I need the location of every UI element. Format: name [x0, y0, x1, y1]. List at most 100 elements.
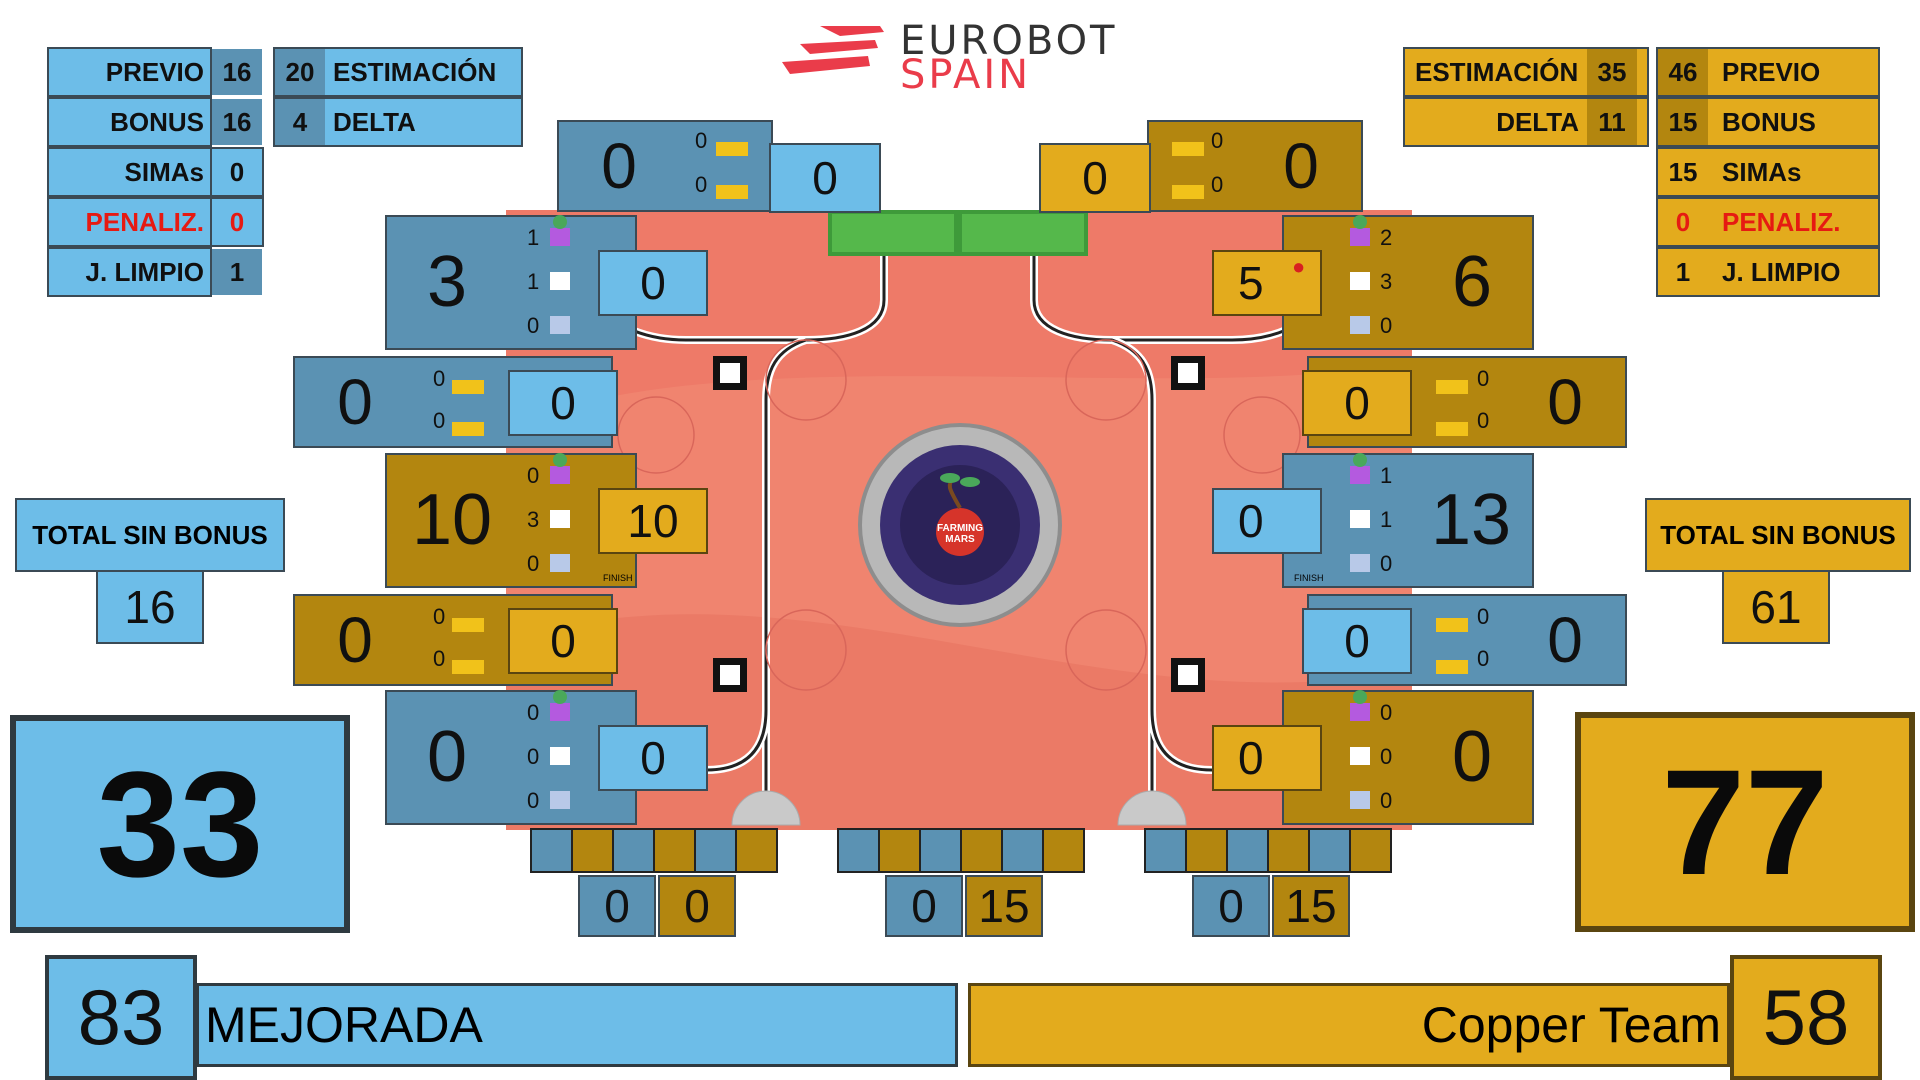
yellow-total-value: 61	[1722, 570, 1830, 644]
zone-l1-b: 1	[527, 269, 540, 294]
yellow-total-label: TOTAL SIN BONUS	[1660, 519, 1896, 550]
zone-r2-a: 0	[1477, 366, 1490, 391]
zone-l2-b: 0	[433, 408, 446, 433]
solar-3-yellow: 15	[1272, 875, 1350, 937]
zone-r4-main: 0	[1547, 604, 1583, 676]
zone-top-blue-b: 0	[695, 172, 708, 197]
ladybug-icon: ●	[1292, 254, 1306, 279]
solar-1-yellow: 0	[658, 875, 736, 937]
zone-r1-a: 2	[1380, 225, 1393, 250]
solar-3-blue: 0	[1192, 875, 1270, 937]
eurobot-logo: EUROBOT SPAIN	[780, 18, 1160, 98]
zone-r5-c: 0	[1380, 788, 1393, 813]
blue-penaliz-label: PENALIZ.	[47, 197, 212, 247]
solar-group-2	[837, 828, 1085, 873]
zone-l5-main: 0	[426, 717, 468, 797]
zone-l2-a: 0	[433, 366, 446, 391]
zone-l1-c: 0	[527, 313, 540, 338]
yellow-stats-panel: ESTIMACIÓN 35 PREVIO 46 DELTA 11 BONUS 1…	[1403, 47, 1880, 302]
zone-top-yellow-main: 0	[1283, 130, 1319, 202]
zone-r1-side: 5	[1212, 250, 1322, 316]
zone-l5-c: 0	[527, 788, 540, 813]
yellow-team-name-bar: Copper Team	[968, 983, 1730, 1067]
zone-l1: 3 1 1 0	[385, 215, 637, 350]
zone-r1-c: 0	[1380, 313, 1393, 338]
zone-l2-side: 0	[508, 370, 618, 436]
blue-total-value: 16	[96, 570, 204, 644]
blue-total-label: TOTAL SIN BONUS	[32, 519, 268, 550]
zone-top-yellow-b: 0	[1211, 172, 1224, 197]
zone-top-blue-main: 0	[601, 130, 637, 202]
solar-group-3	[1144, 828, 1392, 873]
blue-previo-label: PREVIO	[47, 47, 212, 97]
blue-team-name-bar: MEJORADA	[196, 983, 958, 1067]
zone-top-blue-side: 0	[769, 143, 881, 213]
zone-l5-b: 0	[527, 744, 540, 769]
blue-simas-label: SIMAs	[47, 147, 212, 197]
zone-l1-main: 3	[426, 242, 468, 322]
zone-r3-a: 1	[1380, 463, 1393, 488]
blue-penaliz-value: 0	[210, 197, 264, 247]
logo-mark-icon	[782, 26, 884, 74]
yellow-simas-value: 15	[1658, 149, 1708, 195]
blue-score: 33	[10, 715, 350, 933]
zone-r2-b: 0	[1477, 408, 1490, 433]
zone-l3-main: 10	[411, 480, 493, 560]
yellow-estimacion-value: 35	[1587, 49, 1637, 95]
yellow-limpio-value: 1	[1658, 249, 1708, 295]
zone-r3-side: 0	[1212, 488, 1322, 554]
zone-l1-a: 1	[527, 225, 540, 250]
blue-limpio-label: J. LIMPIO	[47, 247, 212, 297]
yellow-score: 77	[1575, 712, 1915, 932]
zone-l5-side: 0	[598, 725, 708, 791]
yellow-penaliz-value: 0	[1658, 199, 1708, 245]
zone-r4-a: 0	[1477, 604, 1490, 629]
zone-top-yellow-side: 0	[1039, 143, 1151, 213]
blue-team-number: 83	[45, 955, 197, 1080]
zone-l3-finish: FINISH	[603, 573, 633, 583]
zone-r1-b: 3	[1380, 269, 1393, 294]
zone-l1-side: 0	[598, 250, 708, 316]
zone-top-blue-a: 0	[695, 128, 708, 153]
zone-r3-c: 0	[1380, 551, 1393, 576]
yellow-team-number: 58	[1730, 955, 1882, 1080]
zone-l3-side: 10	[598, 488, 708, 554]
zone-r2-main: 0	[1547, 366, 1583, 438]
blue-team-name: MEJORADA	[205, 997, 483, 1053]
zone-l4-side: 0	[508, 608, 618, 674]
blue-bonus-value: 16	[212, 99, 262, 145]
zone-l3-a: 0	[527, 463, 540, 488]
zone-top-yellow-a: 0	[1211, 128, 1224, 153]
zone-r4-side: 0	[1302, 608, 1412, 674]
blue-bonus-label: BONUS	[47, 97, 212, 147]
yellow-team-name: Copper Team	[1421, 997, 1721, 1053]
zone-r5-main: 0	[1451, 717, 1493, 797]
solar-2-yellow: 15	[965, 875, 1043, 937]
zone-r5: 0 0 0 0	[1282, 690, 1534, 825]
blue-limpio-value: 1	[212, 249, 262, 295]
zone-r3-finish: FINISH	[1294, 573, 1324, 583]
zone-r3: 13 1 1 0 FINISH	[1282, 453, 1534, 588]
yellow-previo-value: 46	[1658, 49, 1708, 95]
zone-l3-c: 0	[527, 551, 540, 576]
zone-top-yellow: 0 0 0	[1147, 120, 1363, 212]
zone-r3-b: 1	[1380, 507, 1393, 532]
solar-1-blue: 0	[578, 875, 656, 937]
zone-r5-b: 0	[1380, 744, 1393, 769]
zone-l5-a: 0	[527, 700, 540, 725]
center-badge-line2: MARS	[945, 534, 975, 545]
center-badge-line1: FARMING	[936, 523, 984, 534]
solar-2-blue: 0	[885, 875, 963, 937]
zone-r5-a: 0	[1380, 700, 1393, 725]
zone-top-blue: 0 0 0	[557, 120, 773, 212]
zone-r1: 6 2 3 0	[1282, 215, 1534, 350]
yellow-bonus-value: 15	[1658, 99, 1708, 145]
zone-r1-main: 6	[1451, 242, 1493, 322]
blue-previo-value: 16	[212, 49, 262, 95]
field-drawing	[506, 210, 1412, 830]
solar-group-1	[530, 828, 778, 873]
blue-delta-value: 4	[275, 99, 325, 145]
logo-text-eurobot: EUROBOT	[900, 18, 1118, 64]
zone-l3-b: 3	[527, 507, 540, 532]
zone-l4-a: 0	[433, 604, 446, 629]
